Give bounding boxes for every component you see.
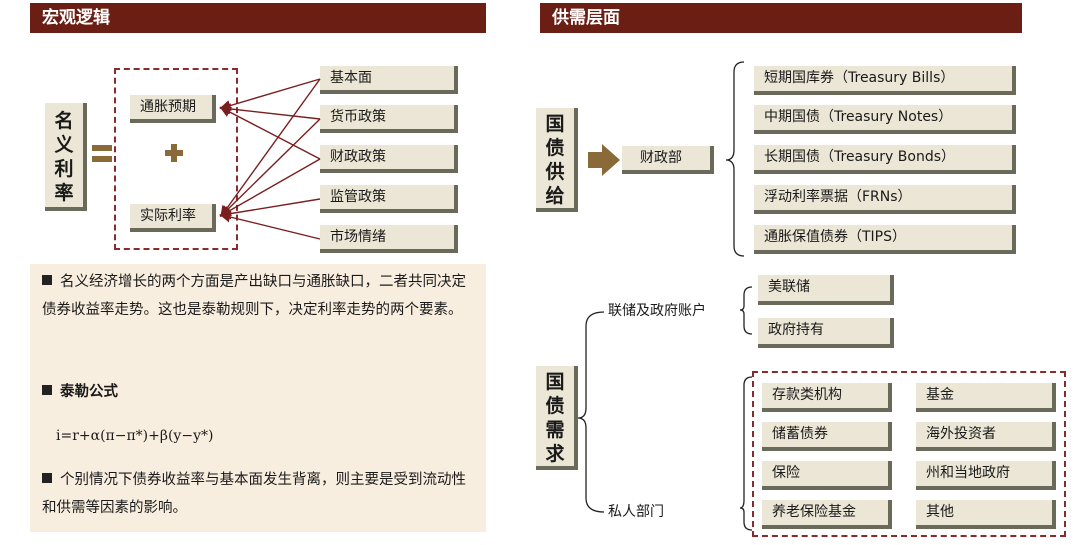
equals-icon-lower (92, 156, 112, 162)
note-divergence: 个别情况下债券收益率与基本面发生背离，则主要是受到流动性和供需等因素的影响。 (42, 472, 466, 516)
notes-panel (30, 264, 486, 532)
bullet-icon (42, 385, 52, 395)
treasury-demand-box: 国 债 需 求 (536, 366, 578, 470)
inflation-expectation-box: 通胀预期 (130, 95, 216, 123)
private-item-savings-bonds: 储蓄债券 (762, 422, 892, 451)
private-item-insurance: 保险 (762, 461, 892, 490)
factor-regulatory-policy: 监管政策 (320, 185, 458, 213)
factor-market-sentiment: 市场情绪 (320, 225, 458, 253)
macro-logic-header: 宏观逻辑 (30, 3, 486, 33)
note-output-inflation-gap: 名义经济增长的两个方面是产出缺口与通胀缺口，二者共同决定债券收益率走势。这也是泰… (42, 274, 466, 318)
equals-icon (92, 145, 112, 151)
private-sector-container (752, 371, 1066, 537)
fed-gov-accounts-label: 联储及政府账户 (608, 303, 706, 319)
supply-demand-header: 供需层面 (540, 3, 1022, 33)
treasury-department-box: 财政部 (622, 146, 714, 174)
private-item-state-local-gov: 州和当地政府 (916, 461, 1056, 490)
private-item-other: 其他 (916, 500, 1056, 529)
fed-item-federal-reserve: 美联储 (758, 275, 894, 305)
private-item-depository: 存款类机构 (762, 383, 892, 412)
fed-item-government-holdings: 政府持有 (758, 318, 894, 348)
factor-monetary-policy: 货币政策 (320, 105, 458, 133)
supply-treasury-bills: 短期国库券（Treasury Bills） (754, 66, 1016, 95)
supply-frns: 浮动利率票据（FRNs） (754, 185, 1016, 214)
supply-tips: 通胀保值债券（TIPS） (754, 225, 1016, 254)
factor-fundamentals: 基本面 (320, 66, 458, 94)
private-item-pension-funds: 养老保险基金 (762, 500, 892, 529)
taylor-formula: i=r+α(π−π*)+β(y−y*) (56, 428, 214, 444)
plus-icon-vertical (171, 144, 177, 162)
supply-treasury-notes: 中期国债（Treasury Notes） (754, 105, 1016, 134)
note-taylor-title: 泰勒公式 (42, 378, 478, 406)
nominal-rate-box: 名 义 利 率 (45, 103, 87, 211)
factor-fiscal-policy: 财政政策 (320, 145, 458, 173)
rate-components-container (114, 68, 238, 250)
treasury-supply-box: 国 债 供 给 (536, 108, 578, 212)
real-rate-box: 实际利率 (130, 204, 216, 232)
private-sector-label: 私人部门 (608, 504, 664, 520)
bullet-icon (42, 275, 52, 285)
private-item-funds: 基金 (916, 383, 1056, 412)
private-item-foreign-investors: 海外投资者 (916, 422, 1056, 451)
supply-treasury-bonds: 长期国债（Treasury Bonds） (754, 145, 1016, 174)
bullet-icon (42, 473, 52, 483)
